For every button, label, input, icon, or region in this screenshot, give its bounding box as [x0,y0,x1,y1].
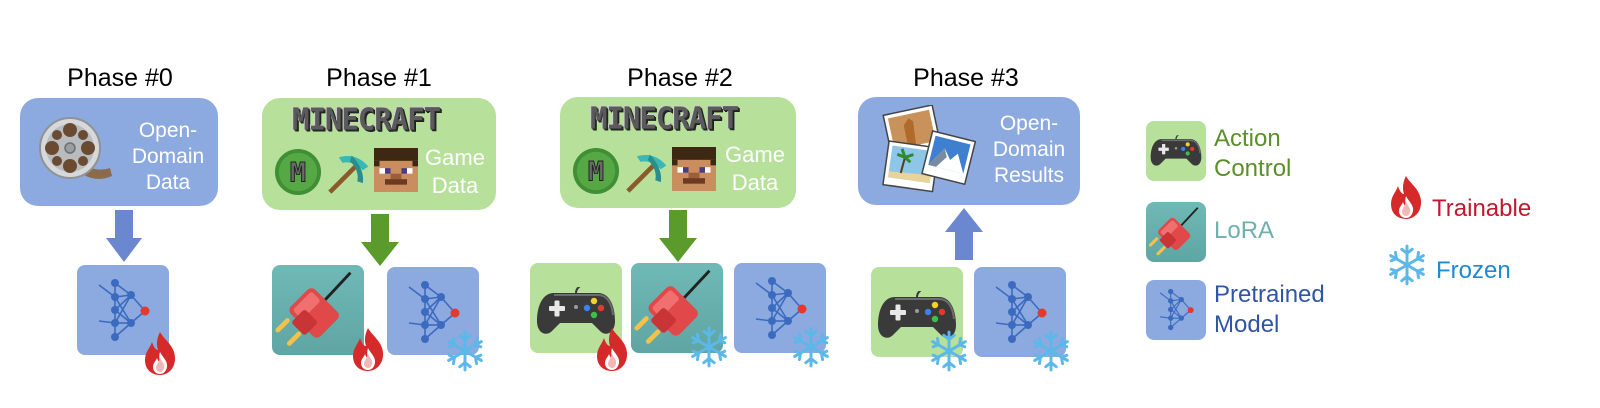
minecraft-m-badge-icon [572,147,620,195]
minecraft-m-badge-icon [274,148,322,196]
legend-pretrained-line1: Pretrained [1214,281,1325,308]
snowflake-icon [688,326,730,368]
neural-network-icon [1156,286,1196,333]
box-text-line: Open- [138,119,198,142]
box-text-line: Open- [999,112,1059,135]
box-text-line: Game [425,145,485,170]
game-data-box: MINECRAFT Game Data [560,97,796,208]
minecraft-logo: MINECRAFT [292,101,441,137]
legend-lora-swatch [1146,202,1206,262]
box-text-line: Data [145,171,191,194]
box-text-line: Data [431,173,479,198]
box-text-line: Domain [131,145,205,168]
open-domain-data-box: Open- Domain Data [20,98,218,206]
legend-pretrained-swatch [1146,280,1206,340]
phase-0-title: Phase #0 [67,64,173,92]
game-data-box: MINECRAFT Game Data [262,98,496,210]
steve-face-icon [374,148,418,192]
legend-action-control-swatch [1146,121,1206,181]
box-text-line: Data [731,170,779,195]
green-down-arrow [361,214,399,266]
steve-face-icon [672,147,716,191]
pickaxe-icon [326,150,372,196]
box-text-line: Results [993,164,1065,187]
film-reel-icon [34,112,114,192]
legend-pretrained-line2: Model [1214,311,1280,338]
phase-1-title: Phase #1 [326,64,432,92]
box-text-line: Game [725,142,785,167]
green-down-arrow [659,210,697,262]
flame-icon [592,326,632,372]
pretrained-model-tile [77,265,169,355]
minecraft-logo: MINECRAFT [590,100,739,136]
photo-stack-icon [876,105,976,195]
gamepad-icon [1150,135,1202,168]
action-control-tile [530,263,622,353]
legend-frozen-label: Frozen [1436,257,1511,284]
legend-action-control-line1: Action [1214,125,1281,152]
snowflake-icon [1030,330,1072,372]
pickaxe-icon [624,149,670,195]
blue-up-arrow [945,208,983,260]
plug-icon [1148,204,1204,260]
snowflake-icon [444,330,486,372]
blue-down-arrow [106,210,142,262]
box-text-line: Domain [992,138,1066,161]
open-domain-results-box: Open- Domain Results [858,97,1080,205]
flame-icon [1386,174,1426,220]
flame-icon [348,326,388,372]
legend-trainable-label: Trainable [1432,195,1532,222]
legend-action-control-line2: Control [1214,155,1292,182]
snowflake-icon [928,330,970,372]
snowflake-icon [1386,244,1428,286]
snowflake-icon [790,326,832,368]
legend-lora-label: LoRA [1214,217,1275,244]
legend-pretrained-label: Pretrained Model [1214,280,1325,340]
lora-tile [272,265,364,355]
flame-icon [140,330,180,376]
phase-2-title: Phase #2 [627,64,733,92]
legend-action-control-label: Action Control [1214,124,1291,184]
phase-3-title: Phase #3 [913,64,1019,92]
